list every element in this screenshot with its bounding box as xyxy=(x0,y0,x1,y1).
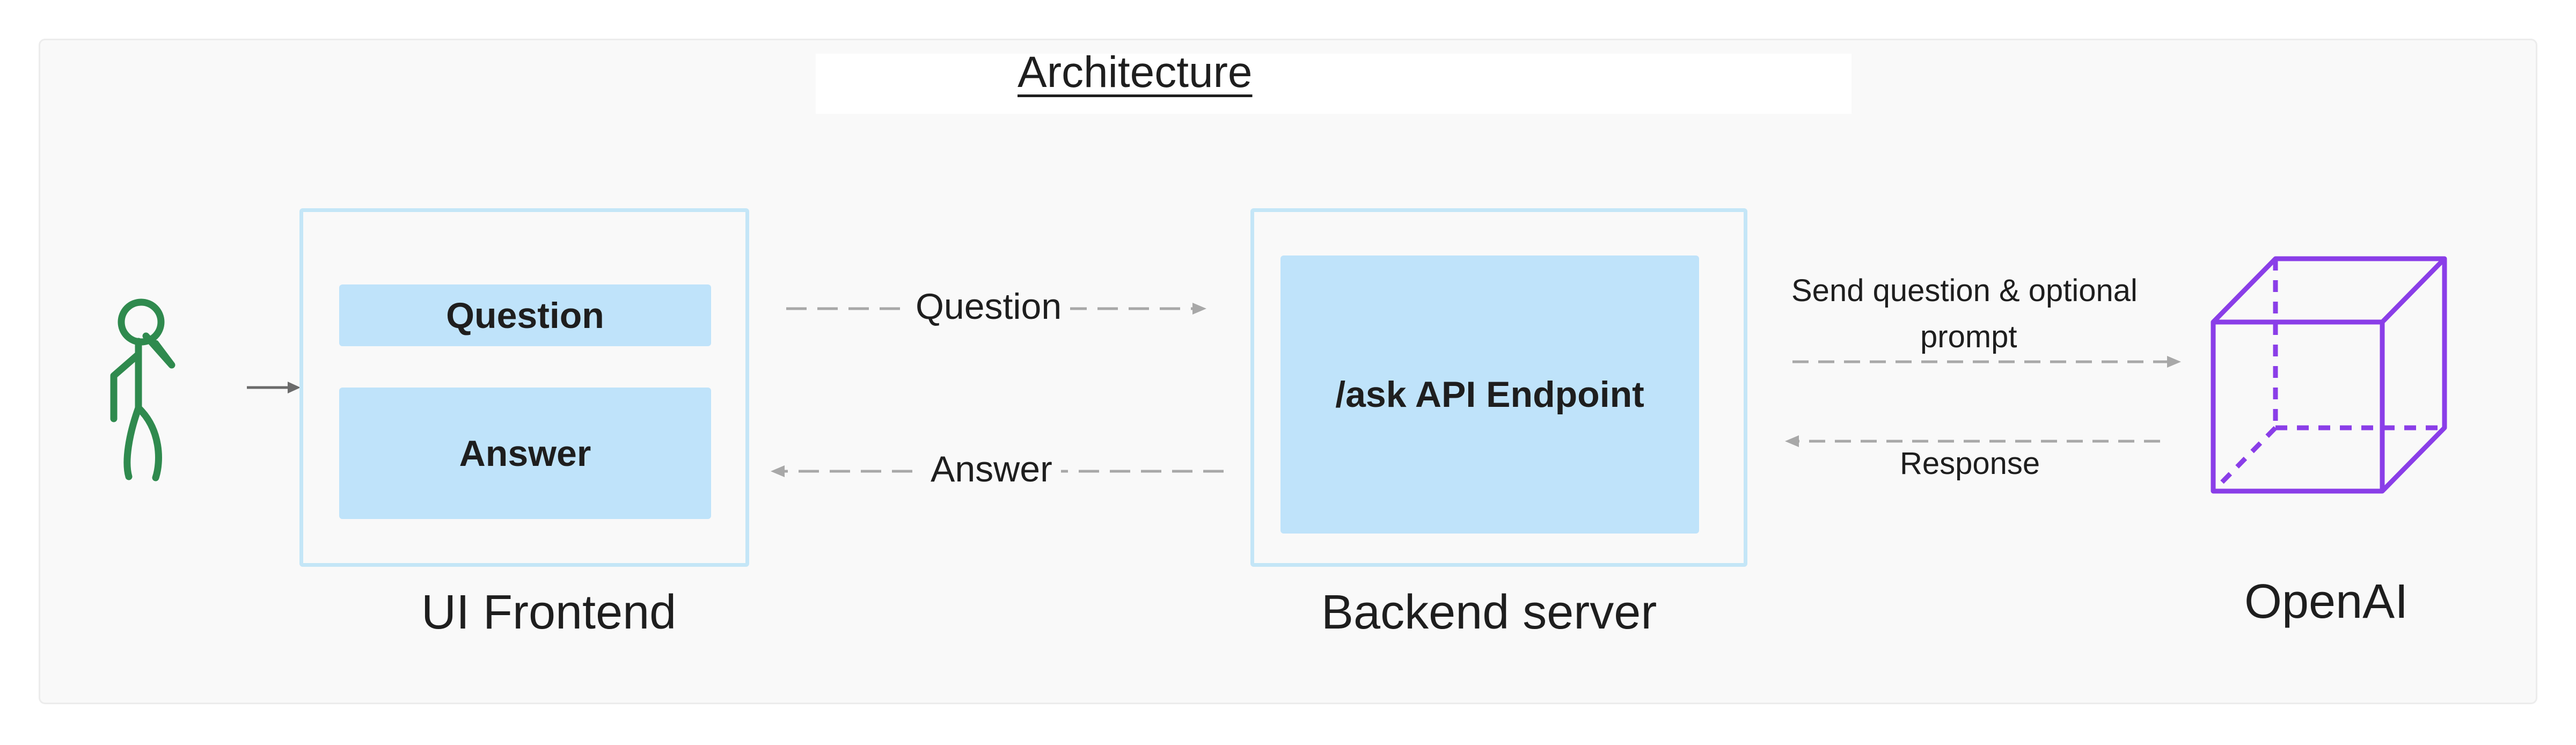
send-question-label-line2: prompt xyxy=(1920,319,2017,354)
ask-api-endpoint-box: /ask API Endpoint xyxy=(1280,255,1699,534)
question-arrow-label: Question xyxy=(907,286,1071,327)
backend-server-caption: Backend server xyxy=(1321,586,1657,639)
diagram-title: Architecture xyxy=(1018,48,1253,97)
response-arrow xyxy=(1785,435,2160,447)
title-background xyxy=(816,54,1851,114)
cube-icon xyxy=(2211,256,2447,494)
stick-figure-icon xyxy=(110,298,175,481)
response-label: Response xyxy=(1900,446,2040,481)
question-field[interactable]: Question xyxy=(339,284,711,346)
answer-arrow-label: Answer xyxy=(922,448,1061,490)
user-to-frontend-arrow xyxy=(247,382,301,393)
send-question-arrow xyxy=(1792,356,2181,368)
ui-frontend-frame xyxy=(299,208,749,567)
ui-frontend-caption: UI Frontend xyxy=(421,586,677,639)
openai-caption: OpenAI xyxy=(2244,575,2409,629)
backend-server-frame xyxy=(1250,208,1747,567)
answer-field: Answer xyxy=(339,388,711,519)
send-question-label-line1: Send question & optional xyxy=(1791,273,2138,308)
